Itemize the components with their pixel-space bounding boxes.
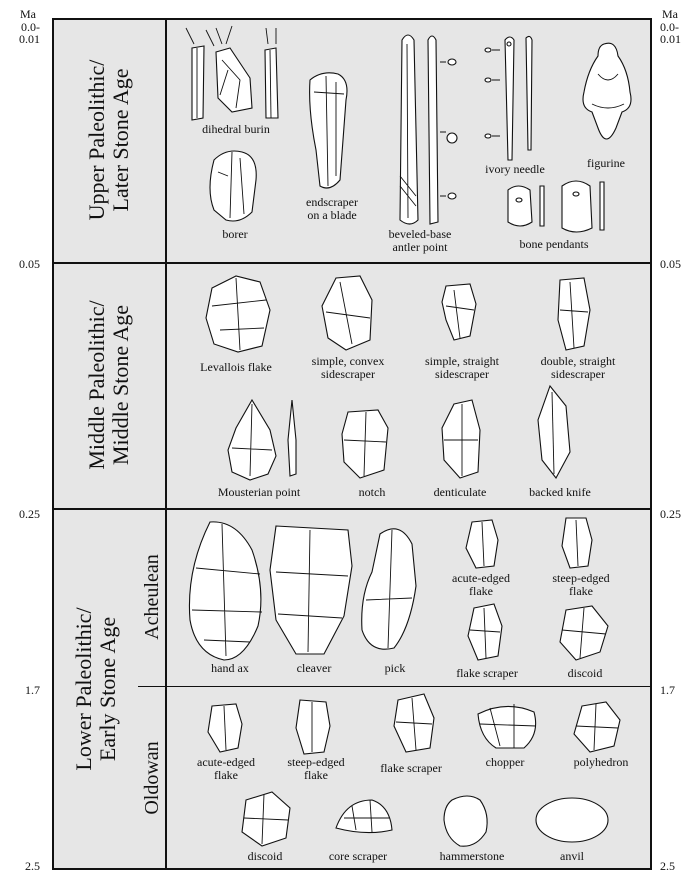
label-antler-point: beveled-base antler point (389, 228, 452, 254)
pick-drawing (362, 529, 416, 649)
label-backed-knife: backed knife (529, 486, 591, 499)
label-acheulean-acute-flake: acute-edged flake (452, 572, 510, 598)
label-double-sidescraper: double, straight sidescraper (541, 355, 616, 381)
label-endscraper: endscraper on a blade (306, 196, 358, 222)
cleaver-drawing (270, 526, 352, 654)
core-scraper-drawing (336, 800, 392, 833)
label-oldowan-acute-flake: acute-edged flake (197, 756, 255, 782)
convex-sidescraper-drawing (322, 276, 372, 350)
oldowan-flake-scraper-drawing (394, 694, 434, 752)
oldowan-steep-flake-drawing (296, 700, 330, 754)
label-oldowan-flake-scraper: flake scraper (380, 762, 442, 775)
label-cleaver: cleaver (297, 662, 332, 675)
anvil-drawing (536, 798, 608, 842)
acheulean-acute-flake-drawing (466, 520, 498, 568)
label-figurine: figurine (587, 157, 625, 170)
label-acheulean-steep-flake: steep-edged flake (552, 572, 609, 598)
label-straight-sidescraper: simple, straight sidescraper (425, 355, 499, 381)
label-convex-sidescraper: simple, convex sidescraper (312, 355, 385, 381)
label-levallois-flake: Levallois flake (200, 361, 272, 374)
label-acheulean-flake-scraper: flake scraper (456, 667, 518, 680)
label-ivory-needle: ivory needle (485, 163, 545, 176)
label-oldowan-steep-flake: steep-edged flake (287, 756, 344, 782)
label-mousterian-point: Mousterian point (218, 486, 300, 499)
label-denticulate: denticulate (434, 486, 487, 499)
label-hammerstone: hammerstone (440, 850, 505, 863)
ivory-needle-drawing (485, 36, 532, 160)
dihedral-burin-drawing (186, 26, 278, 120)
label-chopper: chopper (486, 756, 525, 769)
hammerstone-drawing (444, 796, 487, 846)
label-acheulean-discoid: discoid (568, 667, 603, 680)
label-anvil: anvil (560, 850, 584, 863)
acheulean-flake-scraper-drawing (468, 604, 502, 660)
denticulate-drawing (442, 400, 480, 478)
label-oldowan-discoid: discoid (248, 850, 283, 863)
notch-drawing (342, 410, 388, 478)
label-pick: pick (385, 662, 406, 675)
label-polyhedron: polyhedron (574, 756, 629, 769)
levallois-flake-drawing (206, 276, 270, 352)
label-dihedral-burin: dihedral burin (202, 123, 270, 136)
backed-knife-drawing (538, 386, 570, 478)
oldowan-acute-flake-drawing (208, 704, 242, 752)
endscraper-drawing (310, 73, 347, 188)
chopper-drawing (478, 704, 536, 748)
polyhedron-drawing (574, 702, 620, 752)
label-bone-pendants: bone pendants (520, 238, 589, 251)
label-notch: notch (359, 486, 386, 499)
borer-drawing (210, 151, 256, 221)
acheulean-steep-flake-drawing (562, 518, 592, 568)
label-core-scraper: core scraper (329, 850, 387, 863)
straight-sidescraper-drawing (442, 284, 476, 340)
bone-pendants-drawing (508, 181, 604, 232)
label-borer: borer (222, 228, 247, 241)
antler-point-drawing (400, 35, 457, 224)
label-hand-ax: hand ax (211, 662, 249, 675)
oldowan-discoid-drawing (242, 792, 290, 846)
hand-ax-drawing (189, 522, 262, 660)
figurine-drawing (583, 43, 631, 139)
acheulean-discoid-drawing (560, 606, 608, 660)
double-sidescraper-drawing (558, 278, 590, 350)
mousterian-point-drawing (228, 400, 296, 480)
